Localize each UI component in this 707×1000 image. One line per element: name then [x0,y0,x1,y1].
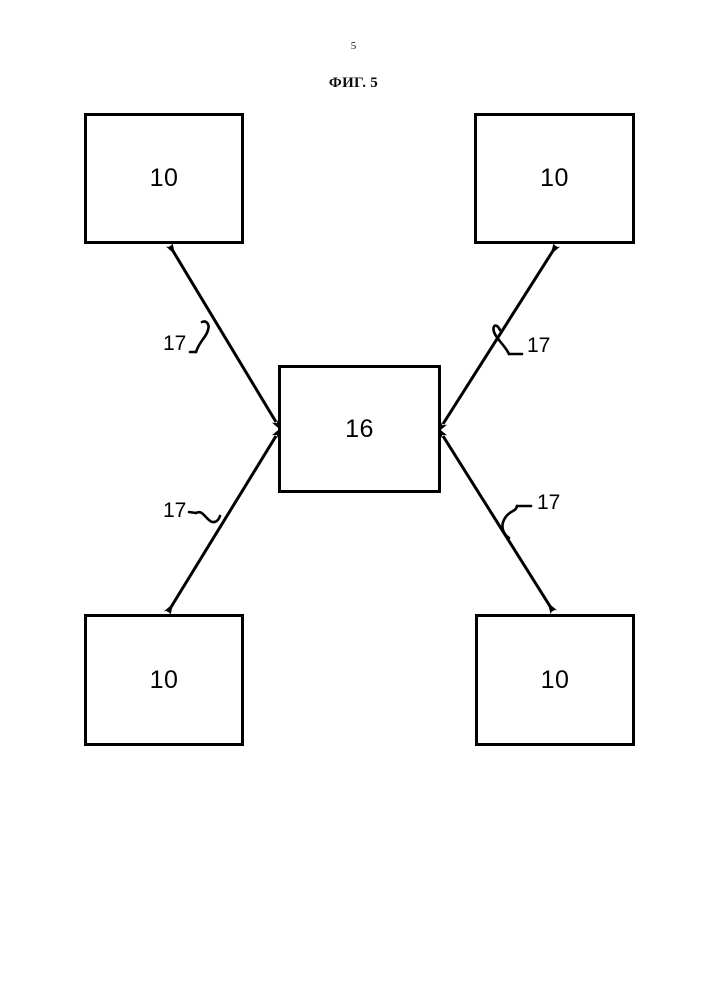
block-bottom-left: 10 [84,614,244,746]
block-top-right-label: 10 [540,164,569,192]
reference-label-bottom-right: 17 [537,491,561,514]
block-bottom-right-label: 10 [540,665,570,694]
block-top-left-label: 10 [149,164,179,192]
block-center: 16 [278,365,441,493]
reference-label-top-right: 17 [527,334,551,357]
block-center-label: 16 [345,414,374,443]
connector-bottom-right [437,427,558,615]
leader-tail-bottom-left [187,510,198,515]
figure-title: ФИГ. 5 [328,75,379,91]
leader-squiggle-bottom-left [194,510,222,524]
block-bottom-left-label: 10 [149,665,179,694]
block-top-right: 10 [474,113,635,244]
connector-bottom-left-line [163,427,282,616]
leader-squiggle-top-right [492,324,511,356]
reference-label-top-left: 17 [163,332,187,355]
leader-squiggle-top-left [194,320,210,354]
connector-bottom-left [163,427,282,616]
reference-label-bottom-left: 17 [163,499,187,522]
block-bottom-right: 10 [475,614,635,746]
page-number: 5 [350,40,357,52]
block-top-left: 10 [84,113,244,244]
connector-bottom-right-line [437,427,558,615]
leader-squiggle-bottom-right [501,504,519,540]
